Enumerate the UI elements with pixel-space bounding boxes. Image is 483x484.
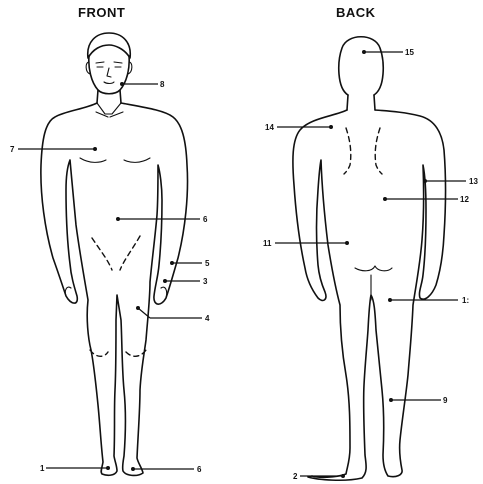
marker-label-front-6b: 6: [197, 465, 202, 474]
back-figure: [293, 37, 446, 480]
marker-dot-front-6: [116, 217, 120, 221]
marker-dot-back-2: [341, 474, 345, 478]
marker-label-back-14: 14: [265, 123, 274, 132]
marker-label-back-12: 12: [460, 195, 469, 204]
marker-dot-back-13: [423, 179, 427, 183]
front-groin-line-left: [92, 238, 112, 270]
front-annotations: 8 7 6 5 3 4 1 6: [10, 80, 210, 474]
back-shoulder-blade-left: [344, 128, 351, 174]
marker-dot-front-6b: [131, 467, 135, 471]
marker-label-back-9: 9: [443, 396, 448, 405]
marker-label-back-10: 1:: [462, 296, 469, 305]
marker-dot-back-10: [388, 298, 392, 302]
front-pec-right: [124, 158, 150, 162]
marker-dot-back-14: [329, 125, 333, 129]
front-brow-left: [96, 62, 104, 63]
marker-dot-back-12: [383, 197, 387, 201]
marker-label-front-3: 3: [203, 277, 208, 286]
marker-label-back-13: 13: [469, 177, 478, 186]
back-head: [339, 37, 383, 95]
front-brow-right: [114, 62, 122, 63]
marker-dot-front-3: [163, 279, 167, 283]
front-head: [89, 56, 129, 94]
back-buttock-line: [355, 266, 392, 271]
marker-label-back-15: 15: [405, 48, 414, 57]
back-annotations: 15 14 13 12 11 1: 9 2: [263, 48, 478, 481]
marker-label-front-4: 4: [205, 314, 210, 323]
marker-dot-back-11: [345, 241, 349, 245]
marker-label-back-2: 2: [293, 472, 298, 481]
front-hair: [88, 33, 131, 58]
marker-label-front-6: 6: [203, 215, 208, 224]
marker-label-front-7: 7: [10, 145, 15, 154]
back-body-outline: [293, 110, 446, 480]
marker-dot-back-15: [362, 50, 366, 54]
marker-dot-front-7: [93, 147, 97, 151]
marker-dot-front-5: [170, 261, 174, 265]
marker-dot-back-9: [389, 398, 393, 402]
marker-label-back-11: 11: [263, 239, 272, 248]
front-groin-line-right: [120, 236, 140, 270]
marker-dot-front-1: [106, 466, 110, 470]
front-nose: [107, 68, 111, 77]
front-collar: [96, 103, 123, 117]
front-figure: [41, 33, 188, 475]
front-pec-left: [80, 158, 106, 162]
marker-dot-front-8: [120, 82, 124, 86]
marker-label-front-5: 5: [205, 259, 210, 268]
marker-label-front-8: 8: [160, 80, 165, 89]
marker-label-front-1: 1: [40, 464, 45, 473]
back-shoulder-blade-right: [375, 128, 382, 174]
back-neck: [347, 95, 375, 110]
marker-dot-front-4: [136, 306, 140, 310]
front-mouth: [104, 82, 114, 84]
